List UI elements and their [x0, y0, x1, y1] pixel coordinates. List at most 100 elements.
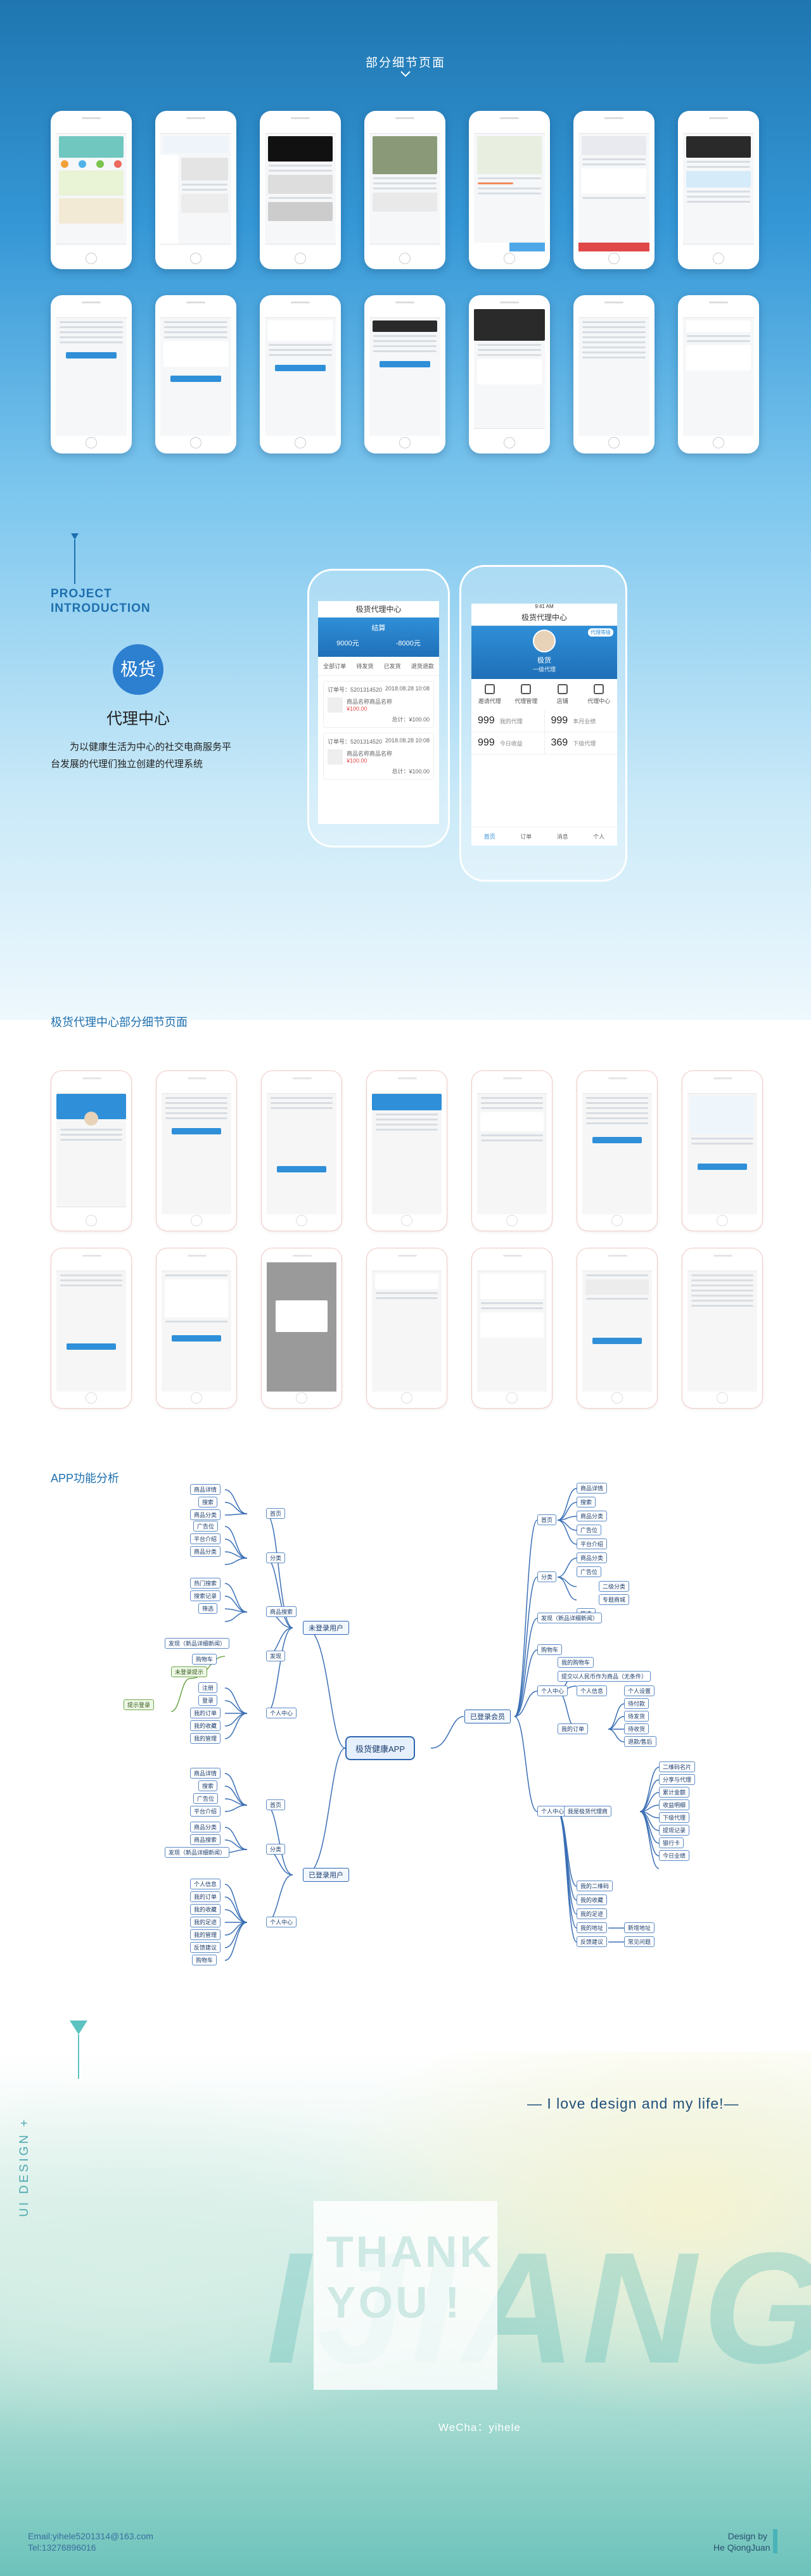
project-introduction-label: PROJECT INTRODUCTION [51, 587, 151, 615]
tab-all-orders[interactable]: 全部订单 [323, 663, 347, 669]
phone-mockup-agent-home [51, 1070, 132, 1231]
mm-node: 发现（新品详细新闻） [537, 1613, 603, 1623]
email-link[interactable]: Email:yihele5201314@163.com [28, 2531, 153, 2541]
mm-node: 提交以人民币作为商品（无条件） [558, 1671, 651, 1682]
mm-node: 商品分类 [577, 1511, 608, 1521]
mm-node: 我是极货代理商 [564, 1806, 612, 1817]
grid-agent-center[interactable]: 代理中心 [581, 679, 618, 710]
mm-node: 我的足迹 [190, 1917, 221, 1927]
section-title-detail-pages: 部分细节页面 [365, 56, 445, 70]
phone-mockup-agent-bank [577, 1248, 658, 1409]
phone-mockup-list [573, 295, 655, 454]
mm-node: 我的订单 [190, 1891, 221, 1902]
grid-shop[interactable]: 店铺 [544, 679, 581, 710]
avatar[interactable] [533, 630, 556, 652]
chevron-down-icon [400, 71, 411, 77]
mm-node: 反馈建议 [190, 1942, 221, 1953]
mm-node: 广告位 [577, 1566, 602, 1577]
phone-mockup-register [51, 295, 132, 454]
mm-node: 我的收藏 [577, 1894, 608, 1905]
mm-node: 搜索 [198, 1780, 218, 1791]
branch-not-logged: 未登录用户 [303, 1621, 349, 1635]
mm-node: 广告位 [193, 1793, 219, 1804]
mm-node: 首页 [266, 1508, 286, 1519]
phone-mockup-category [155, 111, 236, 269]
phone-mockup-agent-invite [156, 1070, 237, 1231]
tabbar-orders[interactable]: 订单 [520, 834, 532, 840]
mm-node: 发现（新品详细新闻） [165, 1638, 230, 1649]
mm-node: 广告位 [193, 1521, 219, 1532]
mm-node: 分类 [266, 1552, 286, 1563]
mm-node: 下级代理 [659, 1812, 690, 1823]
tab-shipped[interactable]: 已发货 [383, 663, 401, 669]
brand-logo: 极货 [113, 644, 163, 695]
tabbar-home[interactable]: 首页 [483, 834, 495, 840]
mm-node: 专题商城 [599, 1594, 630, 1605]
phone-mockup-agent-records [682, 1248, 763, 1409]
header-title: 极货代理中心 [471, 609, 617, 626]
mm-node: 平台介绍 [190, 1533, 221, 1544]
mm-node: 首页 [537, 1514, 557, 1525]
mind-map-connectors [170, 1488, 660, 1961]
mm-node: 我的购物车 [558, 1657, 594, 1668]
mm-node: 注册 [198, 1682, 218, 1693]
mm-node: 收益明细 [659, 1799, 690, 1810]
header-title: 极货代理中心 [318, 601, 439, 618]
mm-node: 商品搜索 [266, 1606, 297, 1617]
tabbar-messages[interactable]: 消息 [556, 834, 568, 840]
branch-member: 已登录会员 [464, 1710, 511, 1723]
phone-mockup-agent-message [366, 1248, 447, 1409]
mm-node: 个人设置 [624, 1685, 655, 1696]
decor-triangle [71, 533, 79, 540]
tab-refund[interactable]: 退货退款 [411, 663, 434, 669]
mm-node: 商品分类 [190, 1509, 221, 1520]
phone-mockup-orders: 极货代理中心 结算 9000元 -8000元 全部订单 待发货 已发货 退货退款… [307, 569, 450, 847]
mm-node: 常见问题 [624, 1936, 655, 1947]
grid-invite-agent[interactable]: 邀请代理 [471, 679, 508, 710]
mm-node: 分享与代理 [659, 1774, 696, 1785]
slogan: — I love design and my life!— [527, 2095, 739, 2112]
mm-node: 退款/售后 [624, 1736, 656, 1747]
tab-to-ship[interactable]: 待发货 [356, 663, 374, 669]
decor-bar [773, 2529, 777, 2553]
mm-node: 商品详情 [190, 1484, 221, 1495]
phone-mockup-form [155, 295, 236, 454]
mm-node: 我的收藏 [190, 1904, 221, 1915]
mm-node: 银行卡 [659, 1837, 684, 1848]
decor-line [74, 540, 75, 584]
mm-node: 我的管理 [190, 1929, 221, 1940]
phone-number: Tel:13276896016 [28, 2542, 96, 2553]
mm-node: 登录 [198, 1695, 218, 1706]
mm-node-hint: 提示登录 [124, 1699, 155, 1710]
section-title-function-analysis: APP功能分析 [51, 1472, 120, 1485]
mm-node: 我的订单 [190, 1708, 221, 1718]
mm-node: 我的收藏 [190, 1720, 221, 1731]
mm-node: 商品分类 [190, 1546, 221, 1557]
mm-node-hint: 未登录提示 [171, 1666, 208, 1677]
mm-node: 个人中心 [537, 1685, 568, 1696]
mm-node: 发现 [266, 1651, 286, 1661]
project-name: 代理中心 [106, 710, 170, 728]
mm-node: 我的地址 [577, 1922, 608, 1933]
phone-mockup-profile [678, 111, 759, 269]
grid-agent-manage[interactable]: 代理管理 [508, 679, 545, 710]
mm-node: 二级分类 [599, 1581, 630, 1592]
mm-node: 待付款 [624, 1698, 649, 1709]
mm-node: 购物车 [537, 1644, 563, 1655]
phone-mockup-member [469, 295, 550, 454]
level-badge[interactable]: 代理等级 [588, 628, 613, 637]
phone-mockup-agent-list [577, 1070, 658, 1231]
tabbar-profile[interactable]: 个人 [593, 834, 605, 840]
mm-node: 商品分类 [190, 1822, 221, 1832]
phone-mockup-article [364, 111, 445, 269]
phone-mockup-discover [260, 111, 341, 269]
phone-mockup-agent-qrcode [471, 1248, 552, 1409]
thank-you-text: THANK YOU ! [326, 2227, 494, 2327]
decor-line [78, 2034, 79, 2079]
